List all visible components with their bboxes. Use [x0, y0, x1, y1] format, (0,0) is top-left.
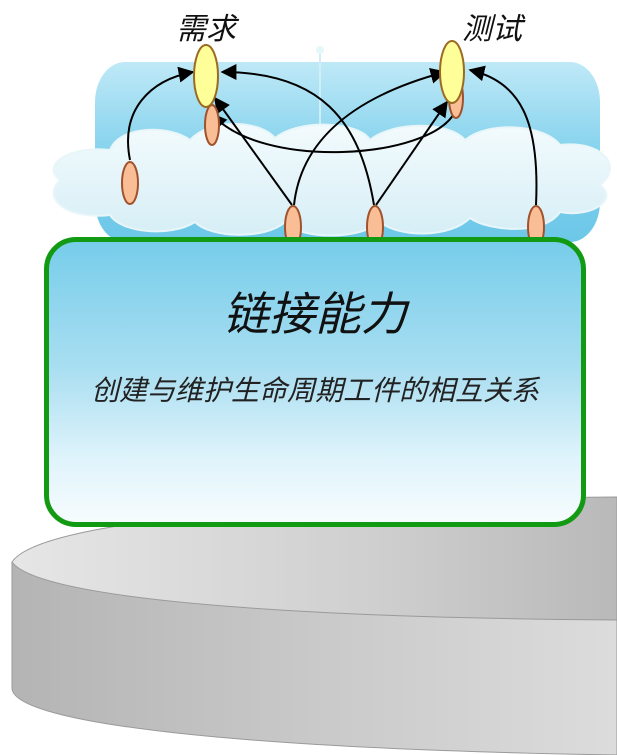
tests-label: 测试 [462, 12, 522, 47]
platform-base [11, 496, 617, 755]
arrow-mid-right-to-requirements [220, 64, 375, 206]
arrow-left-node-to-requirements [127, 66, 195, 161]
arrow-mid-left-to-tests [293, 67, 447, 206]
capability-card: 链接能力 创建与维护生命周期工件的相互关系 [44, 237, 586, 527]
link-arrows [127, 64, 538, 206]
card-title: 链接能力 [223, 287, 407, 341]
requirements-label: 需求 [176, 12, 236, 47]
primary-nodes [193, 40, 465, 108]
arrow-right-node-to-tests [468, 65, 538, 206]
artifact-node-behind-requirements [204, 104, 220, 146]
requirements-node [193, 44, 219, 108]
arrow-mid-right-to-tests [375, 100, 448, 206]
arrow-mid-left-to-requirements [214, 96, 293, 206]
card-description: 创建与维护生命周期工件的相互关系 [90, 374, 539, 407]
artifact-node-left [121, 161, 139, 205]
arrow-tests-to-requirements [210, 111, 456, 154]
tests-node [439, 40, 465, 104]
